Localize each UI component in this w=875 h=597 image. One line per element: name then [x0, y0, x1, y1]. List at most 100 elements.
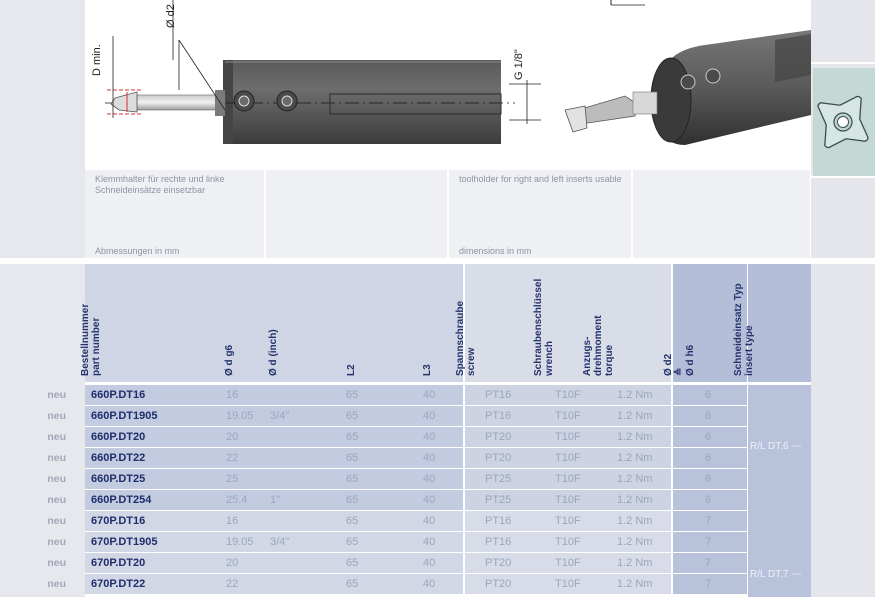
cell-d: 20 — [226, 557, 239, 569]
cell-d: 25.4 — [226, 494, 248, 506]
cell-l3: 40 — [423, 515, 436, 527]
dim-thread-label: G 1/8" — [513, 49, 525, 80]
cell-torque: 1.2 Nm — [617, 431, 653, 443]
cell-part[interactable]: 660P.DT20 — [91, 431, 146, 443]
cell-screw: PT16 — [485, 410, 512, 422]
cell-l3: 40 — [423, 389, 436, 401]
cell-d: 22 — [226, 452, 239, 464]
cell-l3: 40 — [423, 473, 436, 485]
caption-band: Klemmhalter für rechte und linke Schneid… — [85, 170, 811, 258]
cell-part[interactable]: 660P.DT22 — [91, 452, 146, 464]
cell-wrench: T10F — [555, 410, 581, 422]
cell-wrench: T10F — [555, 452, 581, 464]
insert-tab[interactable] — [813, 68, 875, 176]
cell-torque: 1.2 Nm — [617, 515, 653, 527]
header-d2: Ø d2≙Ø d h6 — [663, 344, 696, 376]
cell-d2: 7 — [705, 578, 712, 590]
cell-wrench: T10F — [555, 431, 581, 443]
new-badge: neu — [47, 494, 66, 506]
cell-inch: 3/4" — [270, 410, 290, 422]
cell-part[interactable]: 670P.DT22 — [91, 578, 146, 590]
new-badge: neu — [47, 578, 66, 590]
header-d-inch: Ø d (inch) — [268, 329, 279, 376]
cell-part[interactable]: 660P.DT254 — [91, 494, 152, 506]
new-badge: neu — [47, 515, 66, 527]
new-badge: neu — [47, 452, 66, 464]
cell-wrench: T10F — [555, 494, 581, 506]
cell-torque: 1.2 Nm — [617, 494, 653, 506]
cell-screw: PT20 — [485, 452, 512, 464]
cell-l3: 40 — [423, 494, 436, 506]
cell-torque: 1.2 Nm — [617, 557, 653, 569]
cell-wrench: T10F — [555, 515, 581, 527]
cell-screw: PT16 — [485, 536, 512, 548]
cell-d: 19.05 — [226, 410, 254, 422]
toolholder-illustration — [105, 0, 811, 145]
cell-d2: 6 — [705, 473, 712, 485]
new-badge: neu — [47, 431, 66, 443]
cell-l3: 40 — [423, 578, 436, 590]
cell-screw: PT16 — [485, 389, 512, 401]
caption-en-desc: toolholder for right and left inserts us… — [459, 174, 622, 184]
caption-de-dims: Abmessungen in mm — [95, 246, 180, 256]
cell-d2: 7 — [705, 515, 712, 527]
cell-wrench: T10F — [555, 473, 581, 485]
new-badge: neu — [47, 389, 66, 401]
dim-d2-label: Ø d2 — [165, 4, 177, 28]
cell-l2: 65 — [346, 389, 359, 401]
cell-torque: 1.2 Nm — [617, 536, 653, 548]
cell-part[interactable]: 660P.DT1905 — [91, 410, 158, 422]
cell-wrench: T10F — [555, 557, 581, 569]
cell-d: 16 — [226, 389, 239, 401]
cell-l2: 65 — [346, 431, 359, 443]
cell-d2: 6 — [705, 389, 712, 401]
cell-inch: 1" — [270, 494, 281, 506]
header-l3: L3 — [422, 364, 433, 376]
cell-torque: 1.2 Nm — [617, 452, 653, 464]
cell-screw: PT25 — [485, 473, 512, 485]
right-sidebar — [811, 0, 875, 597]
caption-en-cell: toolholder for right and left inserts us… — [449, 170, 631, 258]
caption-en-dims: dimensions in mm — [459, 246, 532, 256]
left-margin — [0, 0, 85, 597]
tool-drawing: Ø d2 D min. G 1/8" — [85, 0, 811, 170]
cell-l3: 40 — [423, 410, 436, 422]
insert-type-label: R/L DT.6 --- — [750, 441, 802, 452]
caption-empty-1 — [266, 170, 447, 258]
cell-l2: 65 — [346, 557, 359, 569]
insert-group-1: R/L DT.6 --- — [748, 385, 811, 511]
cell-l2: 65 — [346, 494, 359, 506]
cell-torque: 1.2 Nm — [617, 473, 653, 485]
cell-part[interactable]: 670P.DT1905 — [91, 536, 158, 548]
new-badge: neu — [47, 473, 66, 485]
cell-part[interactable]: 670P.DT16 — [91, 515, 146, 527]
caption-de-cell: Klemmhalter für rechte und linke Schneid… — [85, 170, 264, 258]
new-badge: neu — [47, 410, 66, 422]
cell-d: 20 — [226, 431, 239, 443]
cell-l2: 65 — [346, 578, 359, 590]
cell-part[interactable]: 660P.DT25 — [91, 473, 146, 485]
cell-part[interactable]: 660P.DT16 — [91, 389, 146, 401]
caption-empty-2 — [633, 170, 810, 258]
cell-screw: PT20 — [485, 578, 512, 590]
cell-l3: 40 — [423, 431, 436, 443]
cell-l2: 65 — [346, 473, 359, 485]
cell-d2: 6 — [705, 452, 712, 464]
cell-part[interactable]: 670P.DT20 — [91, 557, 146, 569]
cell-torque: 1.2 Nm — [617, 578, 653, 590]
new-badge: neu — [47, 536, 66, 548]
